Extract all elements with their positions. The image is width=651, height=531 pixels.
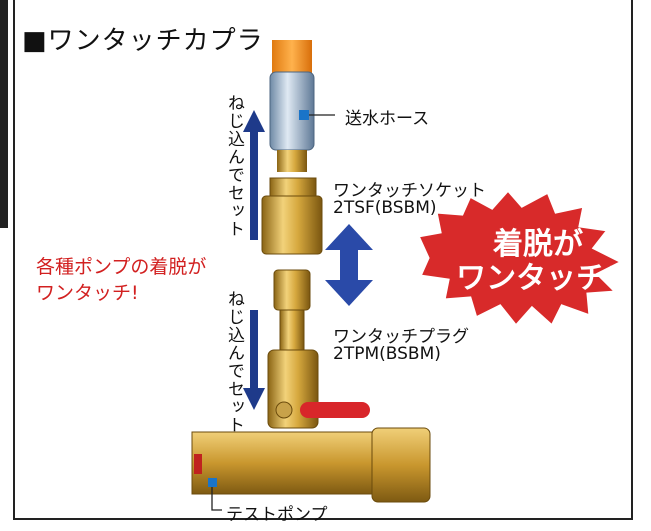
feature-note: 各種ポンプの着脱が ワンタッチ! [36, 254, 206, 306]
socket-model-label: 2TSF(BSBM) [333, 198, 437, 218]
socket-name-label: ワンタッチソケット [333, 181, 486, 201]
feature-note-line1: 各種ポンプの着脱が [36, 256, 207, 278]
hose-thread [277, 150, 307, 172]
plug-thread [279, 309, 305, 351]
hose-marker [299, 110, 309, 120]
hose-label: 送水ホース [345, 109, 430, 129]
highlight-burst [415, 187, 626, 329]
plug-model-label: 2TPM(BSBM) [333, 344, 441, 364]
valve-handle [300, 402, 370, 418]
burst-text: 着脱が ワンタッチ! [438, 228, 638, 296]
valve-stem [275, 401, 293, 419]
pump-manifold [191, 431, 373, 495]
test-pump-label: テストポンプ [226, 505, 328, 525]
feature-note-line2: ワンタッチ! [36, 282, 139, 304]
manifold-plug [194, 454, 202, 474]
plug-body [273, 269, 311, 311]
pump-marker [208, 478, 217, 487]
plug-name-label: ワンタッチプラグ [333, 327, 469, 347]
screw-arrow-bottom [243, 310, 265, 410]
burst-line1: 着脱が [493, 227, 583, 262]
socket-body [261, 195, 323, 255]
left-edge-bar [0, 0, 8, 228]
screw-set-label-top: ねじ込んでセット [224, 94, 244, 238]
pump-leader [211, 484, 222, 511]
screw-arrow-top [243, 110, 265, 240]
screw-set-label-bottom: ねじ込んでセット [224, 290, 244, 434]
burst-line2: ワンタッチ! [456, 261, 620, 296]
page-title: ■ワンタッチカプラ [22, 26, 264, 56]
connect-double-arrow [325, 224, 373, 306]
socket-top [269, 177, 317, 197]
manifold-nut [371, 427, 431, 503]
hose-tube [272, 40, 312, 74]
